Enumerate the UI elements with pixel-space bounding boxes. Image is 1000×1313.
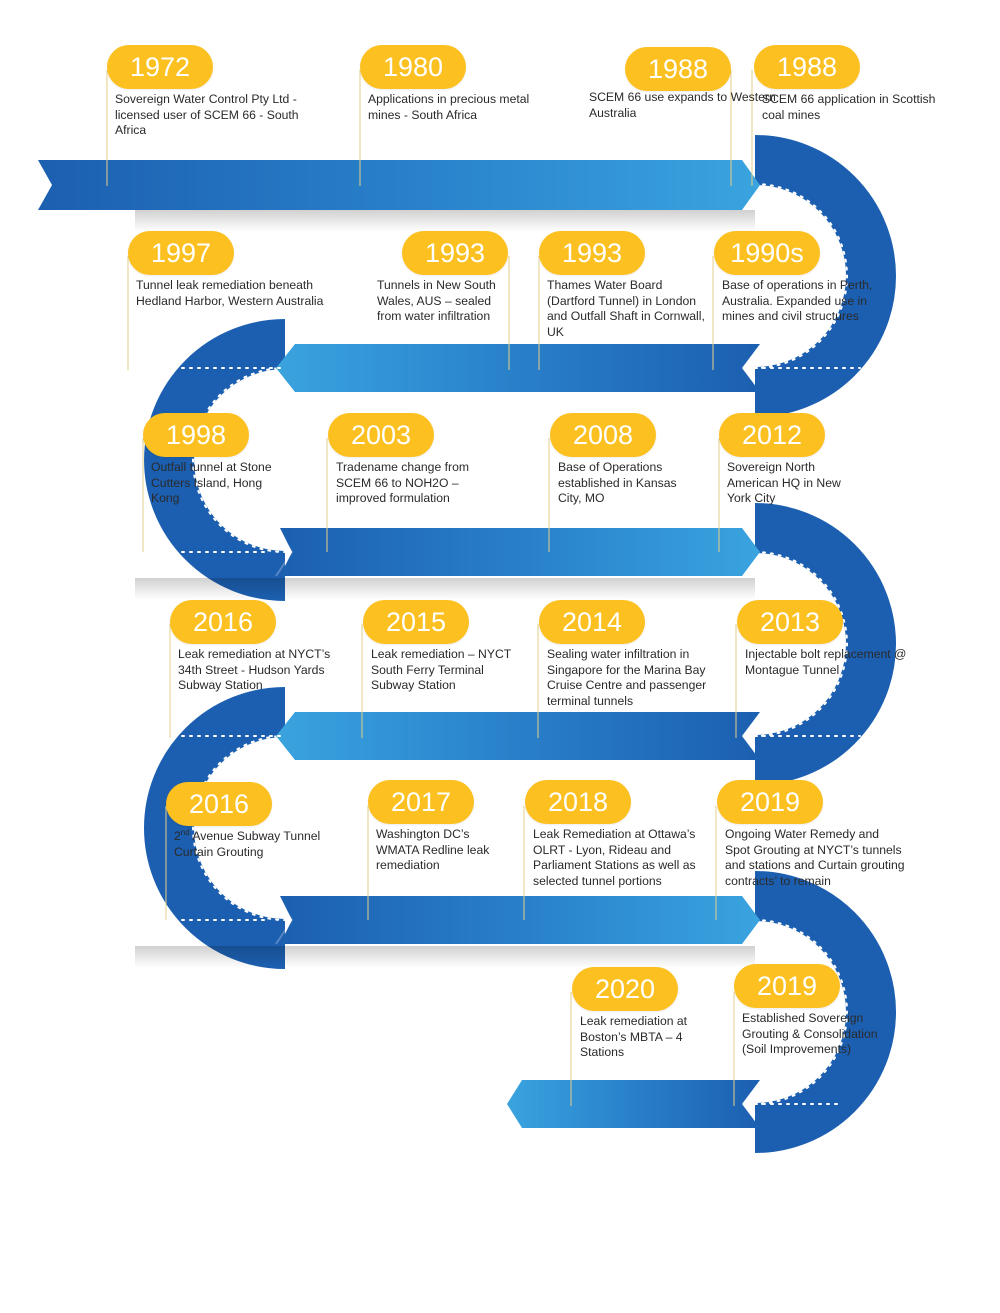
road-turn-5-dots xyxy=(754,919,848,1105)
event-description: 2nd Avenue Subway Tunnel Curtain Groutin… xyxy=(174,827,334,860)
road-band-6 xyxy=(507,1080,760,1128)
road-band-2 xyxy=(276,344,760,392)
event-description: Leak remediation – NYCT South Ferry Term… xyxy=(371,647,512,693)
road-turn-4 xyxy=(144,687,286,969)
year-badge: 1998 xyxy=(143,413,249,457)
year-badge: 1972 xyxy=(107,45,213,89)
event-description: Sealing water infiltration in Singapore … xyxy=(547,647,707,708)
event-description: Base of Operations established in Kansas… xyxy=(558,460,677,506)
event-description: Sovereign North American HQ in New York … xyxy=(727,460,841,506)
ordinal-suffix: nd xyxy=(180,827,190,837)
event-description: Ongoing Water Remedy and Spot Grouting a… xyxy=(725,827,905,888)
event-description: Tunnels in New South Wales, AUS – sealed… xyxy=(377,278,496,324)
year-badge: 2013 xyxy=(737,600,843,644)
year-badge: 2015 xyxy=(363,600,469,644)
year-badge: 1993 xyxy=(402,231,508,275)
ordinal-number: 2 xyxy=(174,829,181,843)
road-turn-4-dots xyxy=(192,735,286,921)
year-badge: 1993 xyxy=(539,231,645,275)
road-turn-1-dots xyxy=(754,183,848,369)
event-description: Leak Remediation at Ottawa’s OLRT - Lyon… xyxy=(533,827,696,888)
event-description: SCEM 66 application in Scottish coal min… xyxy=(762,92,936,122)
year-badge: 1997 xyxy=(128,231,234,275)
year-badge: 2018 xyxy=(525,780,631,824)
year-badge: 1990s xyxy=(714,231,820,275)
road-turn-3 xyxy=(754,503,896,785)
year-badge: 2003 xyxy=(328,413,434,457)
event-description: Applications in precious metal mines - S… xyxy=(368,92,530,122)
year-badge: 2012 xyxy=(719,413,825,457)
year-badge: 2019 xyxy=(717,780,823,824)
road-turn-3-dots xyxy=(754,551,848,737)
event-description: SCEM 66 use expands to Western Australia xyxy=(589,90,776,120)
year-badge: 2014 xyxy=(539,600,645,644)
year-badge: 1980 xyxy=(360,45,466,89)
road-band-3 xyxy=(280,528,760,576)
road-turn-2-dots xyxy=(192,367,286,553)
road-turn-1 xyxy=(754,135,896,417)
road-band-4 xyxy=(276,712,760,760)
event-description-text: Avenue Subway Tunnel Curtain Grouting xyxy=(174,829,321,859)
year-badge: 2016 xyxy=(166,782,272,826)
event-description: Washington DC’s WMATA Redline leak remed… xyxy=(376,827,490,873)
event-description: Injectable bolt replacement @ Montague T… xyxy=(745,647,907,677)
event-description: Established Sovereign Grouting & Consoli… xyxy=(742,1011,878,1057)
event-description: Tradename change from SCEM 66 to NOH2O –… xyxy=(336,460,470,506)
year-badge: 1988 xyxy=(625,47,731,91)
event-description: Base of operations in Perth, Australia. … xyxy=(722,278,873,324)
road-band-1 xyxy=(38,160,760,210)
event-description: Leak remediation at Boston’s MBTA – 4 St… xyxy=(580,1014,688,1060)
year-badge: 2019 xyxy=(734,964,840,1008)
year-badge: 2017 xyxy=(368,780,474,824)
event-description: Thames Water Board (Dartford Tunnel) in … xyxy=(547,278,705,339)
road-band-5 xyxy=(280,896,760,944)
event-description: Leak remediation at NYCT’s 34th Street -… xyxy=(178,647,331,693)
event-description: Sovereign Water Control Pty Ltd - licens… xyxy=(115,92,299,138)
road-turn-2 xyxy=(144,319,286,601)
year-badge: 2008 xyxy=(550,413,656,457)
year-badge: 2016 xyxy=(170,600,276,644)
event-description: Outfall tunnel at Stone Cutters Island, … xyxy=(151,460,272,506)
year-badge: 2020 xyxy=(572,967,678,1011)
event-description: Tunnel leak remediation beneath Hedland … xyxy=(136,278,324,308)
road-turn-5 xyxy=(754,871,896,1153)
year-badge: 1988 xyxy=(754,45,860,89)
